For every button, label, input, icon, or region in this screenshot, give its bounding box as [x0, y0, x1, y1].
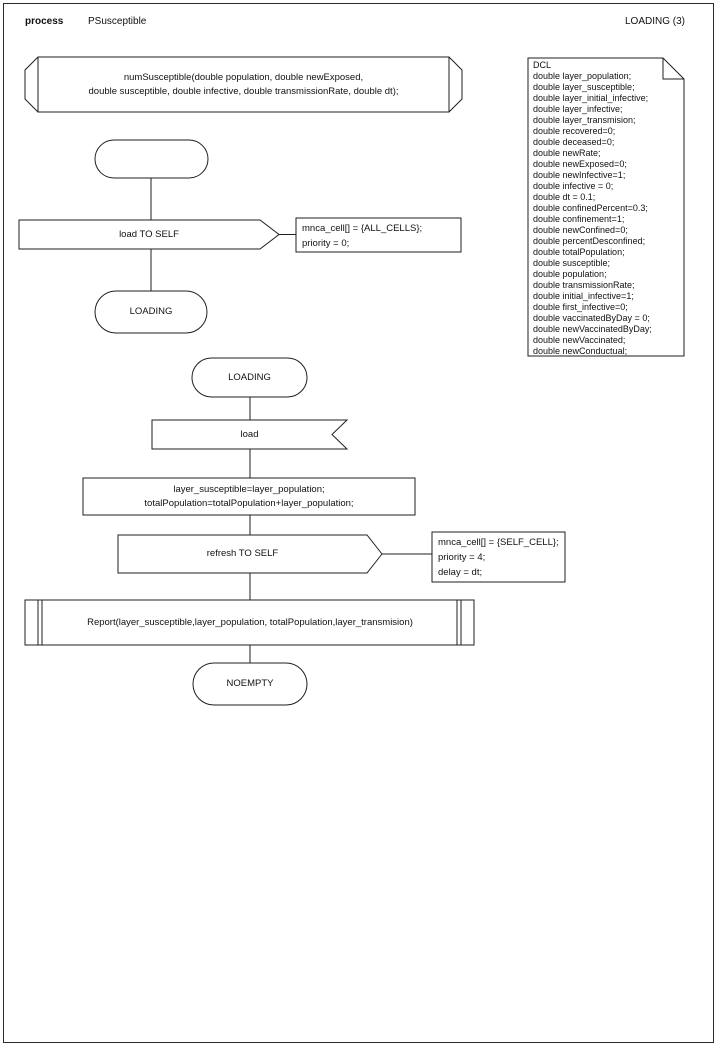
report-shape[interactable] [24, 599, 475, 646]
load-event-shape[interactable] [151, 419, 349, 450]
header-type-label: process [25, 16, 64, 27]
refresh-to-self-shape[interactable] [117, 534, 383, 574]
loading-state-2-shape[interactable] [191, 357, 308, 398]
header-process-name: PSusceptible [88, 16, 147, 27]
page-border [3, 3, 714, 1043]
connector-lines [150, 178, 432, 663]
dcl-note-shape[interactable] [527, 57, 685, 357]
loading-state-1-shape[interactable] [94, 290, 208, 334]
start-state-shape[interactable] [94, 139, 209, 179]
refresh-to-self-note-box[interactable] [431, 531, 566, 583]
assignment-shape[interactable] [82, 477, 416, 516]
noempty-state-shape[interactable] [192, 662, 308, 706]
load-to-self-shape[interactable] [18, 219, 280, 250]
load-to-self-note-box[interactable] [295, 217, 462, 253]
header-page-label: LOADING (3) [624, 16, 685, 27]
function-def-shape[interactable] [24, 56, 463, 113]
